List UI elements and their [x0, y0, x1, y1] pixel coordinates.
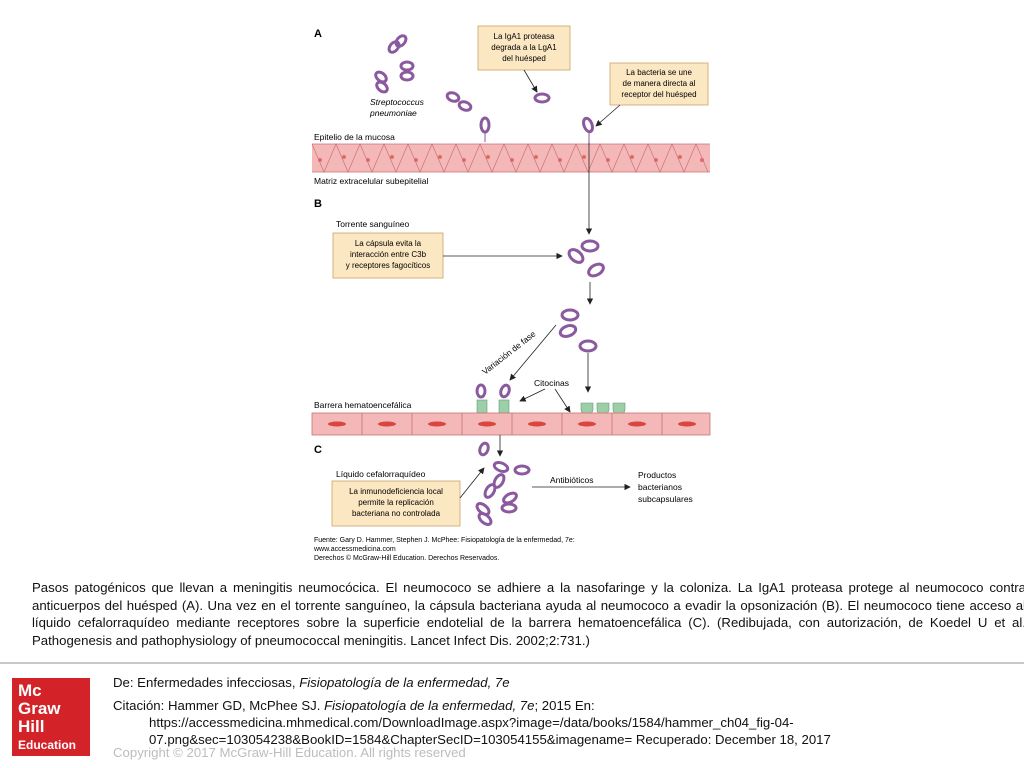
- svg-text:La cápsula evita la: La cápsula evita la: [355, 239, 422, 248]
- products-label: Productos: [638, 470, 676, 480]
- cytokines-label: Citocinas: [534, 378, 569, 388]
- svg-text:pneumoniae: pneumoniae: [369, 108, 417, 118]
- svg-text:interacción entre C3b: interacción entre C3b: [350, 250, 427, 259]
- source-line: De: Enfermedades infecciosas, Fisiopatol…: [113, 675, 510, 690]
- matrix-label: Matriz extracelular subepitelial: [314, 176, 428, 186]
- phase-variation-label: Variación de fase: [480, 328, 538, 376]
- mucosal-epithelium: [311, 143, 710, 173]
- svg-text:Fuente: Gary D. Hammer, Stephe: Fuente: Gary D. Hammer, Stephen J. McPhe…: [314, 537, 575, 544]
- bacteria-on-barrier: [475, 383, 511, 399]
- arrow-iga: [523, 69, 538, 93]
- citation: Citación: Hammer GD, McPhee SJ. Fisiopat…: [113, 697, 1013, 748]
- arrow-bind: [595, 104, 621, 127]
- bloodstream-label: Torrente sanguíneo: [336, 219, 410, 229]
- arrow-immuno: [459, 467, 485, 499]
- svg-text:permite la replicación: permite la replicación: [358, 498, 434, 507]
- svg-text:Derechos © McGraw-Hill Educati: Derechos © McGraw-Hill Education. Derech…: [314, 554, 499, 562]
- panel-a-label: A: [314, 28, 322, 40]
- arrow-phase: [509, 324, 557, 381]
- arrow-cyt-1: [519, 388, 546, 402]
- bacteria-cluster-b: [558, 239, 605, 353]
- receptors: [476, 399, 626, 416]
- pathogenesis-figure: A B C La IgA1 proteasa degrada a la LgA1…: [300, 20, 715, 570]
- pathogenesis-diagram: A B C La IgA1 proteasa degrada a la LgA1…: [311, 25, 711, 562]
- bbb-label: Barrera hematoencefálica: [314, 400, 412, 410]
- copyright-notice: Copyright © 2017 McGraw-Hill Education. …: [113, 745, 466, 760]
- bacteria-binds-box: La bacteria se une de manera directa al …: [609, 62, 709, 106]
- svg-text:degrada a la LgA1: degrada a la LgA1: [491, 43, 557, 52]
- capsule-box: La cápsula evita la interacción entre C3…: [332, 232, 444, 279]
- strep-label: Streptococcus: [370, 97, 425, 107]
- citation-url-1[interactable]: https://accessmedicina.mhmedical.com/Dow…: [149, 715, 794, 730]
- svg-text:y receptores fagocíticos: y receptores fagocíticos: [346, 261, 430, 270]
- svg-text:La IgA1 proteasa: La IgA1 proteasa: [494, 32, 555, 41]
- figure-caption: Pasos patogénicos que llevan a meningiti…: [32, 580, 1024, 648]
- csf-label: Líquido cefalorraquídeo: [336, 469, 426, 479]
- svg-text:receptor del huésped: receptor del huésped: [621, 90, 696, 99]
- iga-protease-box: La IgA1 proteasa degrada a la LgA1 del h…: [477, 25, 571, 71]
- svg-text:bacterianos: bacterianos: [638, 482, 682, 492]
- svg-text:La inmunodeficiencia local: La inmunodeficiencia local: [349, 487, 443, 496]
- svg-text:subcapsulares: subcapsulares: [638, 494, 693, 504]
- mcgraw-hill-logo: Mc Graw Hill Education: [12, 678, 90, 756]
- svg-text:del huésped: del huésped: [502, 54, 546, 63]
- source-block: De: Enfermedades infecciosas, Fisiopatol…: [113, 674, 1013, 748]
- epithelium-label: Epitelio de la mucosa: [314, 132, 395, 142]
- citation-url-2[interactable]: 07.png&sec=103054238&BookID=1584&Chapter…: [149, 732, 831, 747]
- figure-source: Fuente: Gary D. Hammer, Stephen J. McPhe…: [313, 537, 575, 562]
- panel-b-label: B: [314, 198, 322, 210]
- svg-text:de manera directa al: de manera directa al: [623, 79, 696, 88]
- svg-text:www.accessmedicina.com: www.accessmedicina.com: [313, 546, 396, 553]
- arrow-cyt-2: [554, 388, 571, 413]
- svg-text:bacteriana no controlada: bacteriana no controlada: [352, 509, 441, 518]
- bacteria-cluster-c: [475, 441, 531, 526]
- blood-brain-barrier: [311, 412, 711, 436]
- divider: [0, 662, 1024, 664]
- svg-text:La bacteria se une: La bacteria se une: [626, 68, 692, 77]
- antibiotics-label: Antibióticos: [550, 475, 593, 485]
- immunodeficiency-box: La inmunodeficiencia local permite la re…: [331, 480, 461, 527]
- panel-c-label: C: [314, 444, 322, 456]
